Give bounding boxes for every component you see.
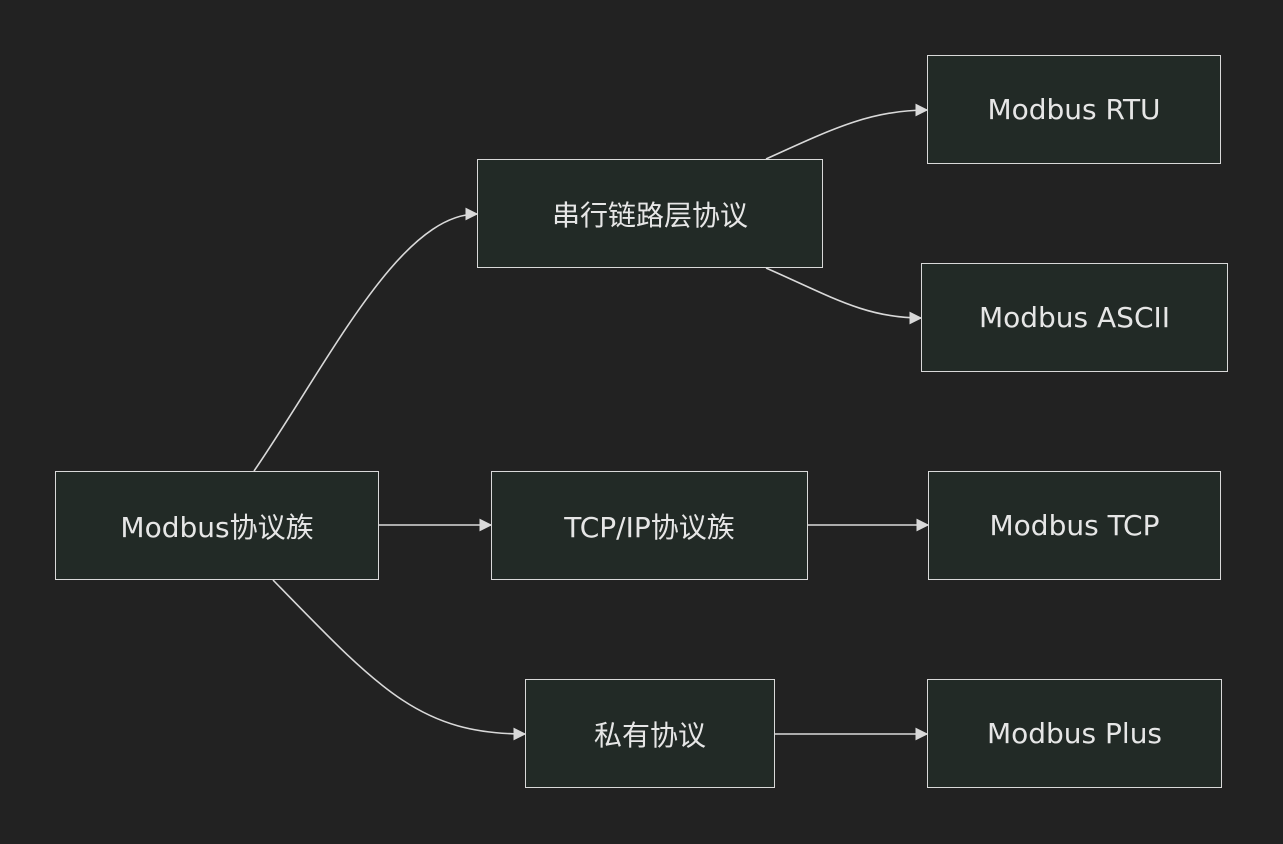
node-modbus-protocol-family: Modbus协议族 [55, 471, 379, 580]
edge-serial-to-ascii [765, 267, 923, 325]
node-modbus-plus: Modbus Plus [927, 679, 1222, 788]
node-label: Modbus RTU [987, 93, 1161, 126]
node-modbus-tcp: Modbus TCP [928, 471, 1221, 580]
node-modbus-rtu: Modbus RTU [927, 55, 1221, 164]
node-label: Modbus协议族 [120, 510, 314, 544]
node-label: Modbus Plus [986, 717, 1163, 750]
node-modbus-ascii: Modbus ASCII [921, 263, 1228, 372]
edge-root-to-private [272, 579, 527, 741]
edge-root-to-serial [253, 207, 479, 472]
node-label: 串行链路层协议 [551, 198, 748, 232]
node-label: Modbus ASCII [978, 301, 1171, 334]
edge-serial-to-rtu [765, 103, 929, 160]
node-label: TCP/IP协议族 [564, 510, 735, 544]
node-private-protocol: 私有协议 [525, 679, 775, 788]
node-serial-link-protocol: 串行链路层协议 [477, 159, 823, 268]
node-label: Modbus TCP [989, 509, 1160, 542]
node-tcpip-protocol-family: TCP/IP协议族 [491, 471, 808, 580]
node-label: 私有协议 [593, 718, 706, 752]
